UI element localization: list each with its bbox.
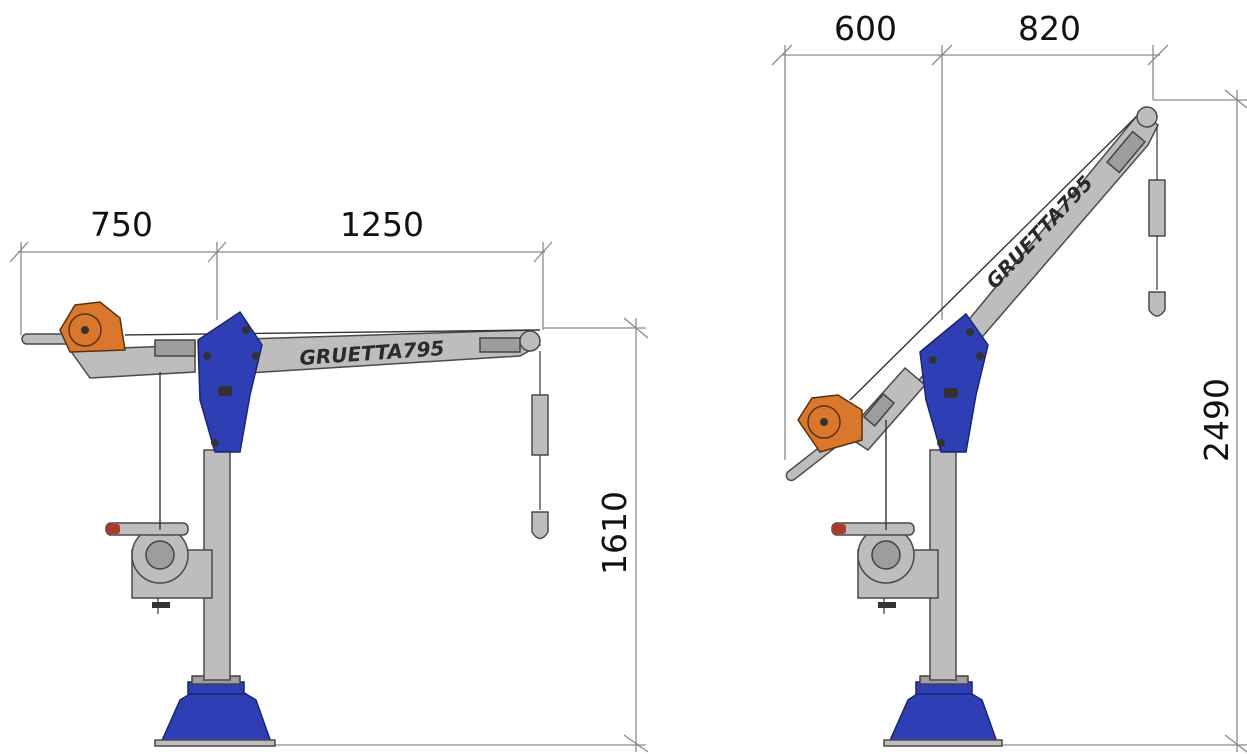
- boom-tail-horizontal: [21, 333, 196, 379]
- hand-winch-horizontal: [105, 522, 213, 614]
- crane-base-horizontal: [154, 675, 276, 747]
- crane-view-horizontal: 750 1250 1610 GRUETTA795: [9, 205, 649, 753]
- hook-assembly-horizontal: [531, 351, 549, 540]
- dim-label-rear-horizontal: 750: [90, 205, 153, 244]
- column-head-horizontal: [197, 310, 263, 453]
- hand-winch-raised: [831, 522, 939, 614]
- dim-label-front-horizontal: 1250: [340, 205, 424, 244]
- dimension-lines-horizontal: [9, 241, 649, 753]
- dim-label-height-raised: 2490: [1197, 378, 1236, 462]
- dimension-lines-raised: [771, 44, 1247, 753]
- electric-winch-raised: [797, 394, 863, 453]
- brand-label-raised: GRUETTA795: [981, 171, 1098, 294]
- hook-assembly-raised: [1148, 127, 1166, 317]
- crane-view-raised: 600 820 2490 GRUETTA795: [771, 9, 1247, 753]
- crane-base-raised: [883, 675, 1003, 747]
- electric-winch-horizontal: [59, 301, 126, 353]
- boom-arm-raised: GRUETTA795: [849, 106, 1159, 401]
- dim-label-height-horizontal: 1610: [595, 491, 634, 575]
- column-head-raised: [919, 312, 989, 453]
- dim-label-rear-raised: 600: [834, 9, 897, 48]
- mast-column-horizontal: [203, 449, 231, 681]
- dim-label-front-raised: 820: [1018, 9, 1081, 48]
